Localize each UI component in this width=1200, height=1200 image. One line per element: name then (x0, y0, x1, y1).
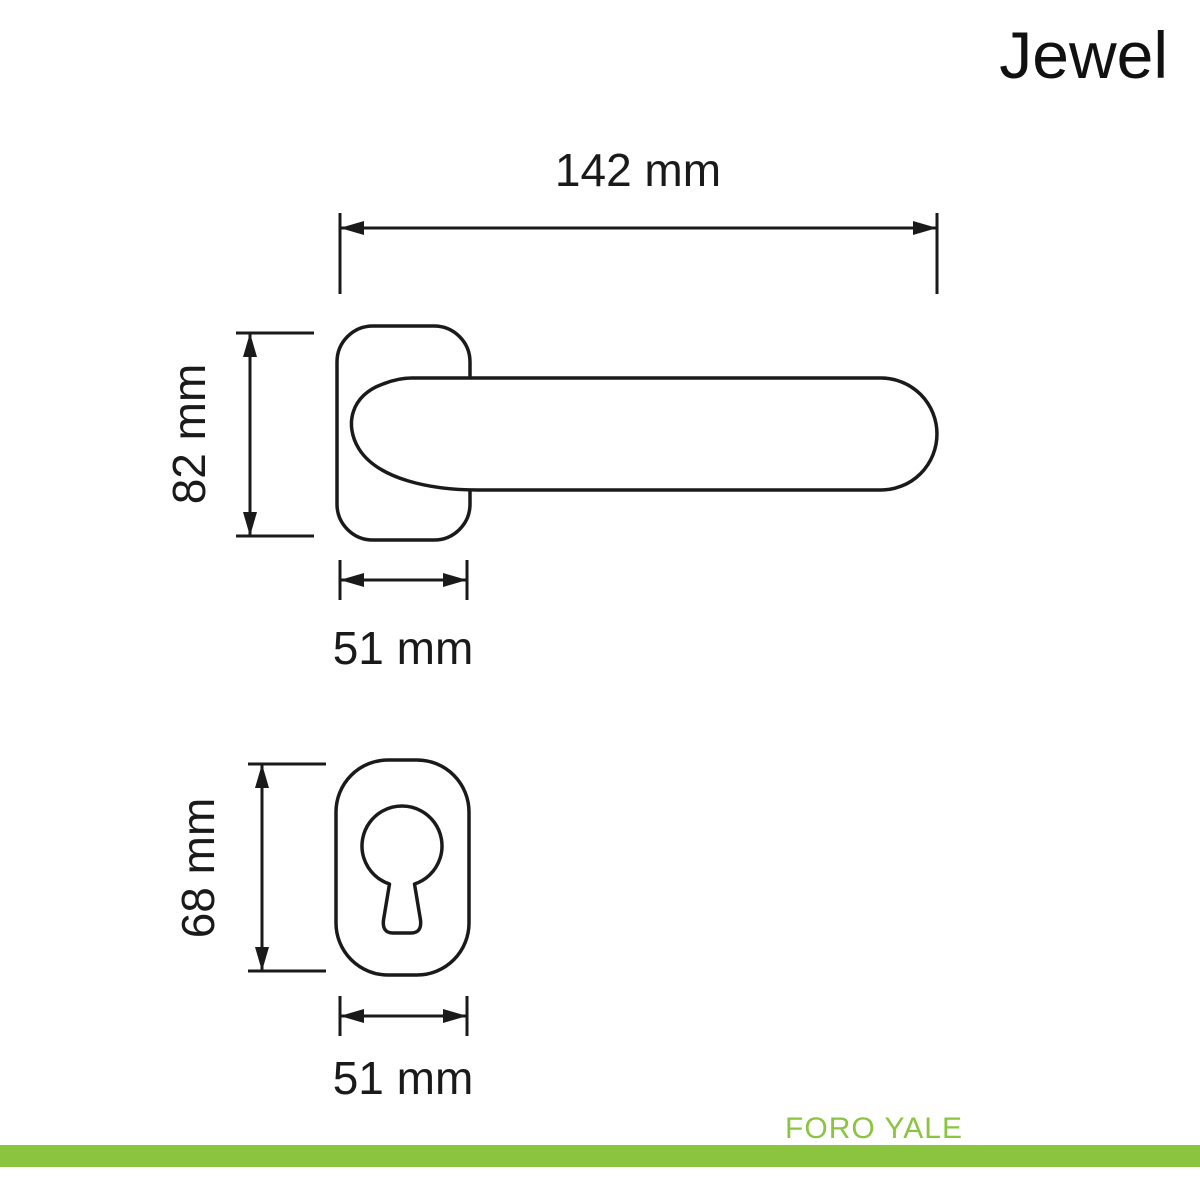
arrowhead-left-icon (340, 221, 364, 235)
product-name: Jewel (999, 18, 1168, 92)
arrowhead-up-icon (255, 764, 269, 788)
arrowhead-down-icon (255, 947, 269, 971)
handle-front-view (335, 324, 939, 542)
dimension-label-escutcheon-height: 68 mm (172, 798, 224, 939)
keyhole-escutcheon-view (334, 758, 471, 977)
dimension-label-rosette-height: 82 mm (163, 364, 215, 505)
dimension-rosette-height: 82 mm (163, 331, 314, 538)
arrowhead-left-icon (340, 573, 364, 587)
dimension-label-rosette-width: 51 mm (333, 622, 474, 674)
dimension-escutcheon-width: 51 mm (333, 996, 474, 1104)
footer-accent-bar (0, 1145, 1200, 1167)
brand-footer-label: FORO YALE (785, 1112, 963, 1145)
handle-lever-outline (349, 376, 939, 492)
arrowhead-right-icon (443, 573, 467, 587)
keyhole-outline (360, 804, 444, 935)
dimension-handle-length: 142 mm (338, 144, 939, 294)
dimension-label-escutcheon-width: 51 mm (333, 1052, 474, 1104)
dimension-rosette-width: 51 mm (333, 560, 474, 674)
arrowhead-down-icon (243, 512, 257, 536)
arrowhead-up-icon (243, 333, 257, 357)
arrowhead-right-icon (913, 221, 937, 235)
arrowhead-right-icon (443, 1009, 467, 1023)
arrowhead-left-icon (340, 1009, 364, 1023)
dimension-escutcheon-height: 68 mm (172, 762, 326, 973)
dimension-label-handle-length: 142 mm (555, 144, 721, 196)
